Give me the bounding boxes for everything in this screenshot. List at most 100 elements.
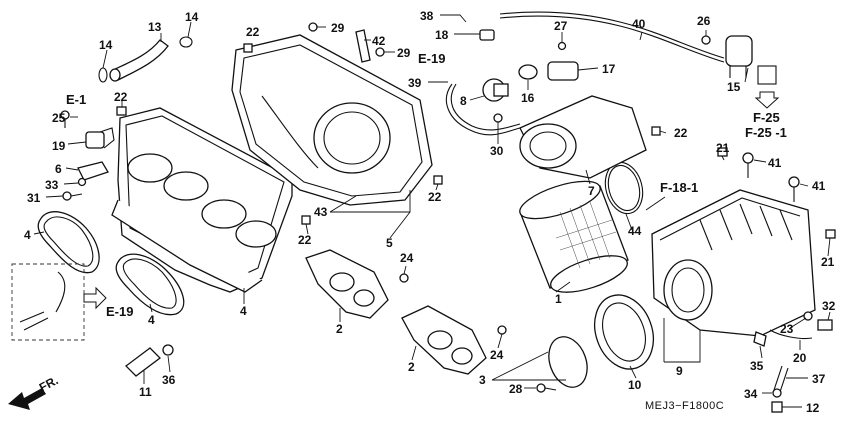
callout-30: 30 <box>490 144 504 158</box>
callout-41-a: 41 <box>768 156 782 170</box>
ref-f25-1: F-25 -1 <box>745 125 787 140</box>
callout-7: 7 <box>588 184 595 198</box>
callout-1: 1 <box>555 292 562 306</box>
air-chamber-cover-left <box>111 107 293 293</box>
callout-38: 38 <box>420 9 434 23</box>
callout-36: 36 <box>162 373 176 387</box>
air-cleaner-cover-upper <box>231 34 433 206</box>
bolt-24-a <box>399 273 409 283</box>
resonator-7 <box>519 95 647 179</box>
callout-6: 6 <box>55 162 62 176</box>
hose-39 <box>445 83 521 136</box>
callout-21-b: 21 <box>821 255 835 269</box>
callout-3: 3 <box>479 373 486 387</box>
joint-18 <box>479 29 495 41</box>
ref-f18-1: F-18-1 <box>660 180 698 195</box>
sensor-19 <box>85 127 115 149</box>
callout-21-a: 21 <box>716 141 730 155</box>
callout-39: 39 <box>408 76 422 90</box>
drain-35 <box>753 331 767 347</box>
ref-e19-top: E-19 <box>418 51 445 66</box>
callout-37: 37 <box>812 372 826 386</box>
joint-17 <box>547 61 579 81</box>
tube-37 <box>773 365 789 393</box>
callout-29-right: 29 <box>397 46 411 60</box>
callout-12: 12 <box>806 401 820 415</box>
front-arrow-icon <box>8 388 46 410</box>
clip-14-left <box>98 67 108 83</box>
callout-10: 10 <box>628 378 642 392</box>
callout-9: 9 <box>676 364 683 378</box>
callout-22-top: 22 <box>246 25 260 39</box>
clamp-36 <box>162 344 174 356</box>
callout-24-a: 24 <box>400 251 414 265</box>
callout-18: 18 <box>435 28 449 42</box>
callout-44: 44 <box>628 224 642 238</box>
callout-42: 42 <box>372 34 386 48</box>
callout-34: 34 <box>744 387 758 401</box>
callout-26: 26 <box>697 14 711 28</box>
bolt-29-upper <box>308 22 318 32</box>
callout-25: 25 <box>52 111 66 125</box>
diagram-code: MEJ3−F1800C <box>645 400 724 412</box>
bolt-31 <box>62 191 83 201</box>
callout-14-top: 14 <box>185 10 199 24</box>
callout-4-left: 4 <box>24 228 31 242</box>
grommet-22-a <box>433 175 443 185</box>
callout-11: 11 <box>139 385 152 399</box>
callout-20: 20 <box>793 351 807 365</box>
callout-4-lower: 4 <box>148 313 155 327</box>
callout-2-lower: 2 <box>408 360 415 374</box>
stay-42 <box>355 29 371 63</box>
callout-40: 40 <box>632 17 646 31</box>
grommet-22-left <box>116 106 127 116</box>
solenoid-15 <box>725 35 753 78</box>
seal-10 <box>594 294 654 370</box>
clip-34 <box>772 388 782 398</box>
bolt-28 <box>536 383 557 393</box>
callout-22-r1: 22 <box>674 126 688 140</box>
callout-17: 17 <box>602 62 616 76</box>
ref-f25-icon <box>754 65 780 109</box>
gasket-4-left <box>37 211 100 274</box>
bracket-6 <box>77 161 109 181</box>
inset-box <box>11 263 94 341</box>
funnel-2-upper <box>305 249 389 319</box>
gasket-4-lower <box>115 253 185 316</box>
bolt-30 <box>493 113 503 123</box>
leader-lines <box>33 14 831 408</box>
ref-f25: F-25 <box>753 110 780 125</box>
grommet-21-b <box>825 229 836 239</box>
callout-22-left: 22 <box>114 90 128 104</box>
callout-22-mid: 22 <box>428 190 442 204</box>
valve-8 <box>482 78 509 102</box>
sensor-32 <box>817 319 833 331</box>
callout-31: 31 <box>27 191 41 205</box>
callout-35: 35 <box>750 359 764 373</box>
callout-32: 32 <box>822 299 836 313</box>
bolt-29-right <box>375 47 385 57</box>
callout-4-right: 4 <box>240 304 247 318</box>
hose-13 <box>109 39 169 82</box>
bolt-26 <box>701 35 711 45</box>
clip-14-top <box>179 36 193 48</box>
callout-19: 19 <box>52 139 66 153</box>
callout-43: 43 <box>314 205 328 219</box>
callout-2-upper: 2 <box>336 322 343 336</box>
band-3 <box>548 336 588 388</box>
filter-element-1 <box>519 180 629 293</box>
bolt-24-b <box>497 325 507 335</box>
grommet-22-resonator <box>651 126 661 136</box>
ref-e19-left: E-19 <box>106 304 133 319</box>
bolt-41-b <box>788 176 800 202</box>
callout-24-b: 24 <box>490 348 504 362</box>
bolt-27 <box>557 41 567 51</box>
hose-40 <box>499 11 725 63</box>
bolt-25 <box>60 110 70 128</box>
callout-33: 33 <box>45 178 59 192</box>
callout-41-b: 41 <box>812 179 826 193</box>
callout-13: 13 <box>148 20 162 34</box>
callout-14-left: 14 <box>99 38 113 52</box>
air-cleaner-case-9 <box>651 189 816 337</box>
